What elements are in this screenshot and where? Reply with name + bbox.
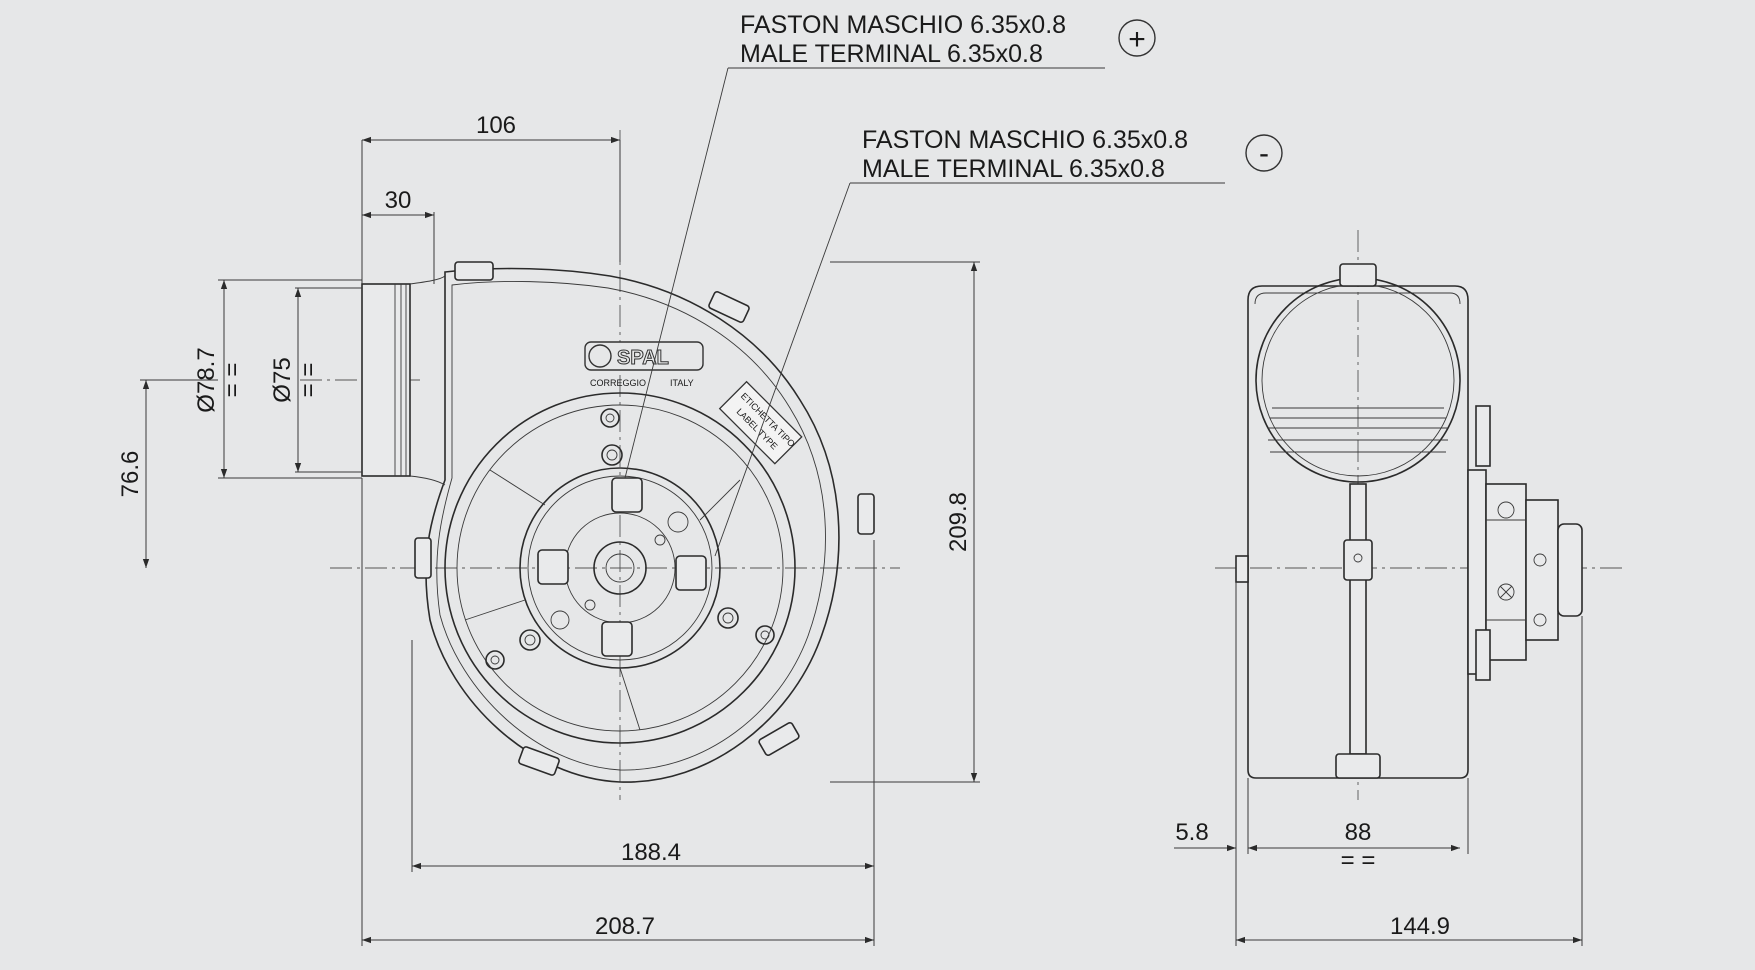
dim-housing-width: 188.4 (621, 839, 681, 866)
brand-country: ITALY (670, 378, 694, 388)
negative-symbol-icon (1245, 134, 1283, 172)
label-plate: ETICHETTA TIPO LABEL TYPE (718, 380, 803, 465)
motor-hub (593, 541, 647, 595)
mounting-bosses (485, 408, 775, 670)
negative-symbol: - (1259, 137, 1269, 170)
side-top-clip (1339, 263, 1377, 287)
brand-name: SPAL (617, 347, 669, 369)
brand-city: CORREGGIO (590, 378, 646, 388)
scroll-housing (425, 267, 840, 783)
spal-logo-icon (588, 344, 612, 368)
positive-leader (624, 67, 729, 479)
positive-symbol-icon (1118, 19, 1156, 57)
side-housing (1247, 285, 1469, 779)
side-view: 5.8 88 = = 144.9 (1174, 230, 1625, 946)
negative-leader (714, 182, 851, 557)
terminal-connector (611, 477, 643, 513)
side-left-stub (1235, 555, 1249, 583)
inlet-ring-outer (444, 392, 796, 744)
housing-clip (708, 291, 750, 323)
housing-clip (857, 493, 875, 535)
dim-overall-length: 208.7 (595, 913, 655, 940)
dim-side-offset: 5.8 (1175, 819, 1208, 846)
housing-clip (454, 261, 494, 281)
housing-clip (758, 722, 800, 756)
positive-terminal-label-it: FASTON MASCHIO 6.35x0.8 (740, 11, 1066, 39)
dim-side-overall: 144.9 (1390, 913, 1450, 940)
housing-clip (518, 746, 560, 776)
scroll-housing-inner (436, 281, 826, 771)
outlet-tube (361, 283, 411, 477)
side-bottom-clip (1335, 753, 1381, 779)
housing-clip (414, 537, 432, 579)
side-rib (1349, 483, 1367, 755)
dim-outlet-inner-diameter: Ø75 (269, 357, 296, 402)
terminal-connector (537, 549, 569, 585)
brand-logo: SPAL CORREGGIO ITALY (584, 341, 704, 388)
dim-outlet-depth: 106 (476, 112, 516, 139)
positive-terminal-label-en: MALE TERMINAL 6.35x0.8 (740, 40, 1043, 68)
front-view: SPAL CORREGGIO ITALY ETICHETTA TIPO LABE… (117, 11, 1283, 946)
terminal-connector (601, 621, 633, 657)
side-motor (1467, 405, 1583, 681)
dim-side-width: 88 (1345, 819, 1372, 846)
terminal-connector (675, 555, 707, 591)
dim-symmetry-mark: = = (219, 363, 246, 398)
negative-terminal-label-it: FASTON MASCHIO 6.35x0.8 (862, 126, 1188, 154)
dim-side-symmetry: = = (1341, 847, 1376, 874)
positive-symbol: + (1128, 23, 1146, 56)
dim-outlet-flange: 30 (385, 187, 412, 214)
dim-axis-height: 76.6 (117, 451, 144, 498)
dim-symmetry-mark: = = (295, 363, 322, 398)
dim-overall-height: 209.8 (945, 492, 972, 552)
negative-terminal-label-en: MALE TERMINAL 6.35x0.8 (862, 155, 1165, 183)
